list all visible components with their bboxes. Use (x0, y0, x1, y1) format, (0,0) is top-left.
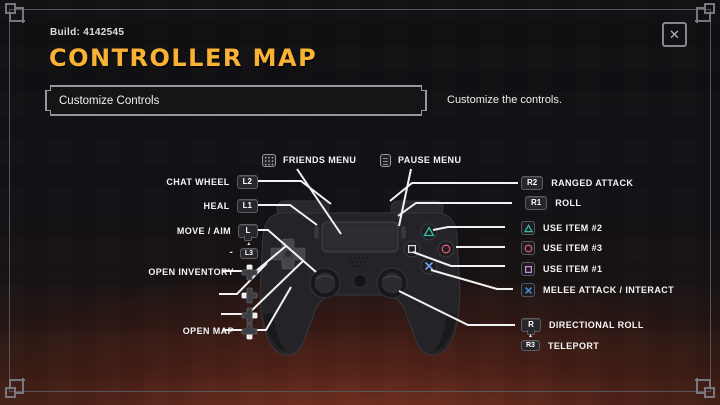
binding-open-map: OPEN MAP (183, 322, 258, 340)
close-icon: ✕ (669, 26, 680, 42)
touchpad (321, 221, 399, 253)
binding-label: MELEE ATTACK / INTERACT (543, 285, 675, 295)
customize-controls-label: Customize Controls (59, 94, 160, 107)
circle-button-icon (521, 241, 535, 255)
right-stick-badge: R (521, 318, 541, 332)
r3-badge: ▲R3 (521, 334, 540, 351)
cross-button-icon (521, 283, 535, 297)
dpad-up-icon (241, 264, 258, 280)
customize-hint-text: Customize the controls. (447, 94, 562, 106)
controller-diagram (259, 200, 461, 356)
binding-roll: R1 ROLL (521, 194, 581, 212)
close-button[interactable]: ✕ (662, 22, 687, 47)
touchpad-icon (262, 153, 276, 167)
binding-use-item-3: USE ITEM #3 (521, 239, 602, 257)
up-arrow-icon: ▲ (527, 333, 533, 339)
ps-button (353, 274, 367, 288)
speaker-holes (350, 257, 368, 267)
options-button (401, 226, 406, 239)
unassigned-dash: - (229, 247, 233, 258)
binding-label: USE ITEM #2 (543, 223, 603, 233)
binding-label: USE ITEM #3 (543, 243, 603, 253)
binding-use-item-2: USE ITEM #2 (521, 219, 602, 237)
binding-open-inventory: OPEN INVENTORY (148, 263, 258, 281)
dpad-left-icon (241, 287, 258, 303)
left-stick (309, 267, 341, 299)
right-stick (376, 267, 408, 299)
binding-label: HEAL (203, 201, 230, 211)
binding-use-item-1: USE ITEM #1 (521, 260, 602, 278)
binding-label: RANGED ATTACK (551, 178, 634, 188)
dpad-down-icon (241, 323, 258, 339)
page-title: CONTROLLER MAP (49, 44, 318, 72)
binding-heal: HEAL L1 (204, 197, 258, 215)
binding-label: CHAT WHEEL (166, 177, 230, 187)
l2-badge: L2 (236, 175, 258, 189)
binding-l3-unassigned: - ▲L3 (229, 241, 258, 260)
binding-melee-attack: MELEE ATTACK / INTERACT (521, 281, 674, 299)
binding-move-aim: MOVE / AIM L (177, 222, 258, 240)
binding-friends-menu: FRIENDS MENU (262, 151, 356, 169)
binding-chat-wheel: CHAT WHEEL L2 (166, 173, 258, 191)
triangle-button-icon (521, 221, 535, 235)
left-stick-badge: L (238, 224, 258, 238)
binding-directional-roll: R DIRECTIONAL ROLL (521, 316, 644, 334)
binding-label: USE ITEM #1 (543, 264, 603, 274)
unassigned-dash: - (230, 289, 234, 300)
binding-dpad-right-unassigned: - (231, 306, 258, 324)
share-button (314, 226, 319, 239)
options-icon (380, 153, 391, 167)
dpad-right-icon (241, 307, 258, 323)
binding-label: ROLL (555, 198, 582, 208)
binding-label: TELEPORT (547, 340, 600, 351)
binding-label: MOVE / AIM (176, 226, 231, 236)
square-button-icon (521, 262, 535, 276)
binding-label: FRIENDS MENU (283, 155, 357, 165)
l3-badge: ▲L3 (239, 241, 258, 259)
binding-label: OPEN INVENTORY (148, 267, 234, 277)
binding-label: PAUSE MENU (398, 155, 462, 165)
corner-ornament-icon (693, 1, 717, 25)
corner-ornament-icon (3, 376, 27, 400)
customize-controls-button[interactable]: Customize Controls (45, 85, 427, 116)
build-label: Build: 4142545 (50, 27, 125, 38)
r1-badge: R1 (525, 196, 548, 210)
corner-ornament-icon (3, 1, 27, 25)
binding-label: OPEN MAP (182, 326, 234, 336)
binding-label: DIRECTIONAL ROLL (549, 320, 644, 330)
l1-badge: L1 (236, 199, 258, 213)
up-arrow-icon: ▲ (246, 240, 252, 247)
unassigned-dash: - (230, 309, 234, 320)
binding-teleport: ▲R3 TELEPORT (521, 334, 600, 352)
r2-badge: R2 (521, 176, 544, 190)
binding-ranged-attack: R2 RANGED ATTACK (521, 174, 633, 192)
binding-dpad-left-unassigned: - (231, 286, 258, 304)
binding-pause-menu: PAUSE MENU (380, 151, 461, 169)
corner-ornament-icon (693, 376, 717, 400)
